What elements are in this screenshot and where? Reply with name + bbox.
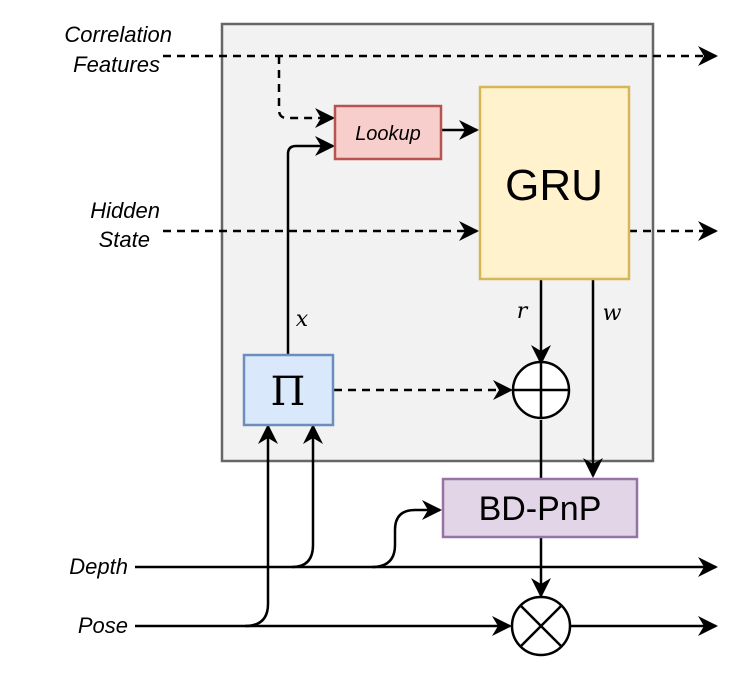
pose-to-projection-edge	[244, 424, 278, 628]
hidden-label-line1: Hidden	[90, 198, 160, 223]
hidden-label-line2: State	[99, 227, 150, 252]
bdpnp-label: BD-PnP	[479, 490, 602, 528]
correlation-label-line1: Correlation	[64, 22, 172, 47]
x-edge-label: x	[296, 307, 309, 332]
correlation-label-line2: Features	[73, 52, 160, 77]
bdpnp-block	[441, 477, 639, 539]
lookup-block	[333, 104, 443, 161]
w-edge-label: w	[603, 301, 622, 326]
correlation-to-lookup-edge	[277, 56, 335, 128]
lookup-label: Lookup	[355, 123, 421, 145]
r-edge-label: r	[517, 299, 529, 324]
otimes-node	[510, 595, 572, 657]
projection-label: Π	[271, 369, 306, 415]
depth-to-bdpnp-edge	[371, 500, 442, 569]
gru-block	[478, 85, 631, 281]
oplus-node	[511, 360, 571, 420]
gru-label: GRU	[505, 161, 603, 210]
depth-label: Depth	[69, 554, 128, 579]
pose-label: Pose	[78, 613, 128, 638]
x-edge	[286, 136, 335, 354]
projection-block	[242, 353, 335, 427]
depth-to-projection-edge	[291, 424, 323, 569]
